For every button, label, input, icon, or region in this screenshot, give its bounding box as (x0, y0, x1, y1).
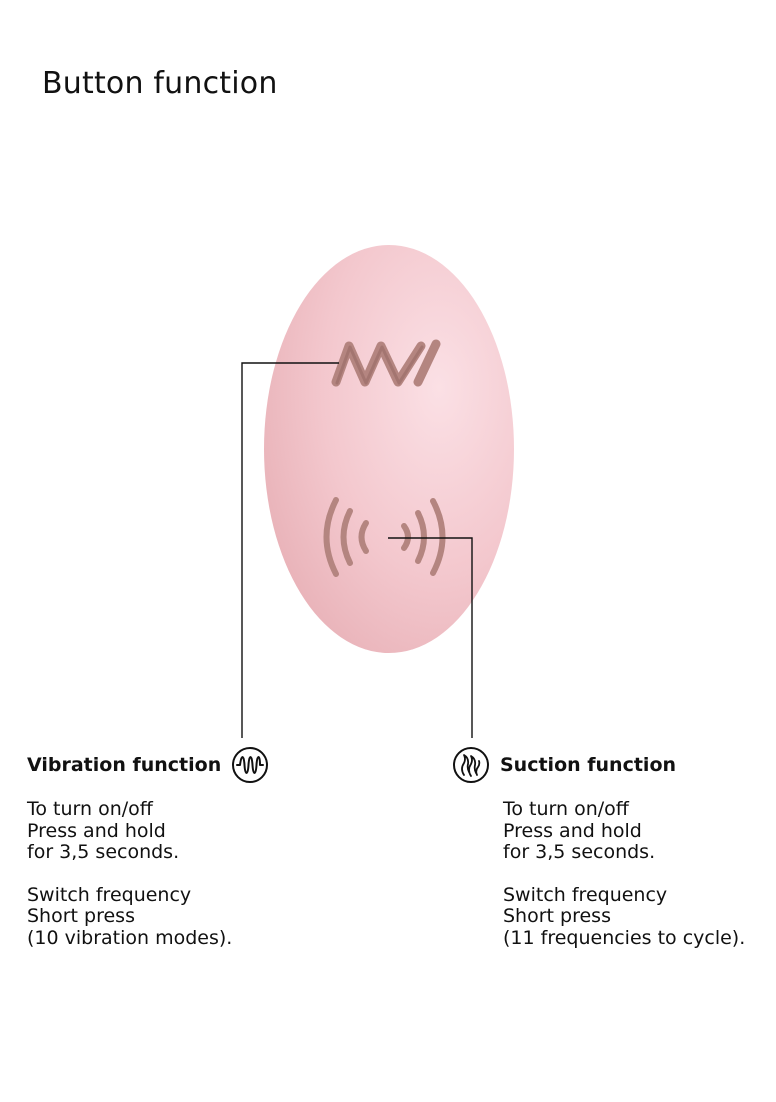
suction-function-heading: Suction function (452, 746, 676, 784)
vibration-button[interactable] (331, 339, 441, 387)
vibration-frequency-instructions: Switch frequency Short press (10 vibrati… (27, 883, 233, 950)
instruction-line: Short press (503, 905, 611, 927)
vibration-wave-icon (232, 747, 269, 783)
instruction-line: for 3,5 seconds. (503, 841, 656, 863)
vibration-function-heading: Vibration function (27, 746, 269, 784)
suction-frequency-instructions: Switch frequency Short press (11 frequen… (503, 883, 746, 950)
instruction-line: Short press (27, 905, 135, 927)
instruction-line: Switch frequency (503, 883, 668, 906)
instruction-line: for 3,5 seconds. (27, 841, 180, 863)
device-body (264, 245, 514, 653)
page-title: Button function (42, 66, 278, 101)
suction-function-title: Suction function (500, 754, 677, 776)
instruction-line: (10 vibration modes). (27, 926, 233, 949)
instruction-line: To turn on/off (503, 798, 629, 820)
instruction-line: To turn on/off (27, 798, 153, 820)
suction-button[interactable] (323, 497, 446, 577)
vibration-function-instructions: To turn on/off Press and hold for 3,5 se… (27, 798, 233, 950)
suction-on-off-instructions: To turn on/off Press and hold for 3,5 se… (503, 798, 745, 864)
instruction-line: Press and hold (27, 819, 166, 842)
vibration-on-off-instructions: To turn on/off Press and hold for 3,5 se… (27, 798, 232, 864)
suction-function-instructions: To turn on/off Press and hold for 3,5 se… (503, 798, 746, 950)
suction-flame-icon (453, 747, 489, 783)
vibration-function-title: Vibration function (27, 754, 222, 776)
instruction-line: Switch frequency (27, 883, 192, 906)
instruction-line: (11 frequencies to cycle). (503, 926, 746, 949)
vibration-leader-line (241, 362, 339, 738)
suction-leader-line (388, 537, 473, 738)
instruction-line: Press and hold (503, 819, 642, 842)
